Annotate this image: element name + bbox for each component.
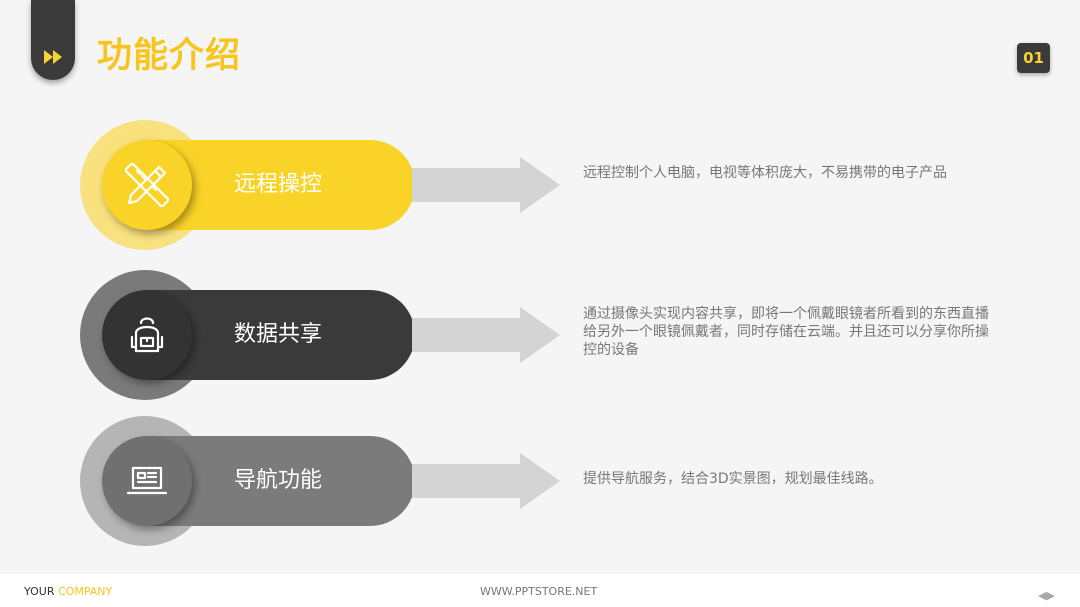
laptop-icon: [126, 466, 168, 495]
header-tab: [31, 0, 75, 80]
arrow-right-icon: [412, 307, 560, 363]
feature-icon-circle: [102, 436, 192, 526]
previous-slide-icon[interactable]: ◀: [1038, 589, 1047, 602]
page-title: 功能介绍: [97, 36, 242, 76]
feature-description: 远程控制个人电脑，电视等体积庞大，不易携带的电子产品: [583, 165, 947, 181]
feature-icon-circle: [102, 290, 192, 380]
feature-description: 提供导航服务，结合3D实景图，规划最佳线路。: [583, 471, 883, 487]
footer: YOUR COMPANY WWW.PPTSTORE.NET ◀▶: [0, 574, 1080, 607]
feature-label: 数据共享: [234, 322, 323, 347]
company-suffix: COMPANY: [57, 585, 113, 598]
feature-description: 通过摄像头实现内容共享，即将一个佩戴眼镜者所看到的东西直播给另外一个眼镜佩戴者，…: [583, 306, 989, 358]
fast-forward-icon: [44, 50, 62, 64]
arrow-right-icon: [412, 453, 560, 509]
feature-item-remote-control: 远程操控 远程控制个人电脑，电视等体积庞大，不易携带的电子产品: [0, 120, 1080, 250]
feature-item-navigation: 导航功能 提供导航服务，结合3D实景图，规划最佳线路。: [0, 416, 1080, 546]
page-number-badge: 01: [1017, 43, 1050, 73]
company-prefix: YOUR: [24, 585, 55, 598]
company-name: YOUR COMPANY: [24, 585, 112, 598]
pencil-ruler-icon: [125, 163, 169, 207]
feature-label: 远程操控: [234, 172, 323, 197]
website-url: WWW.PPTSTORE.NET: [480, 585, 598, 598]
feature-icon-circle: [102, 140, 192, 230]
feature-item-data-sharing: 数据共享 通过摄像头实现内容共享，即将一个佩戴眼镜者所看到的东西直播给另外一个眼…: [0, 270, 1080, 400]
next-slide-icon[interactable]: ▶: [1046, 589, 1055, 602]
feature-label: 导航功能: [234, 468, 323, 493]
slide-navigation: ◀▶: [1038, 584, 1055, 603]
arrow-right-icon: [412, 157, 560, 213]
backpack-icon: [130, 317, 164, 353]
